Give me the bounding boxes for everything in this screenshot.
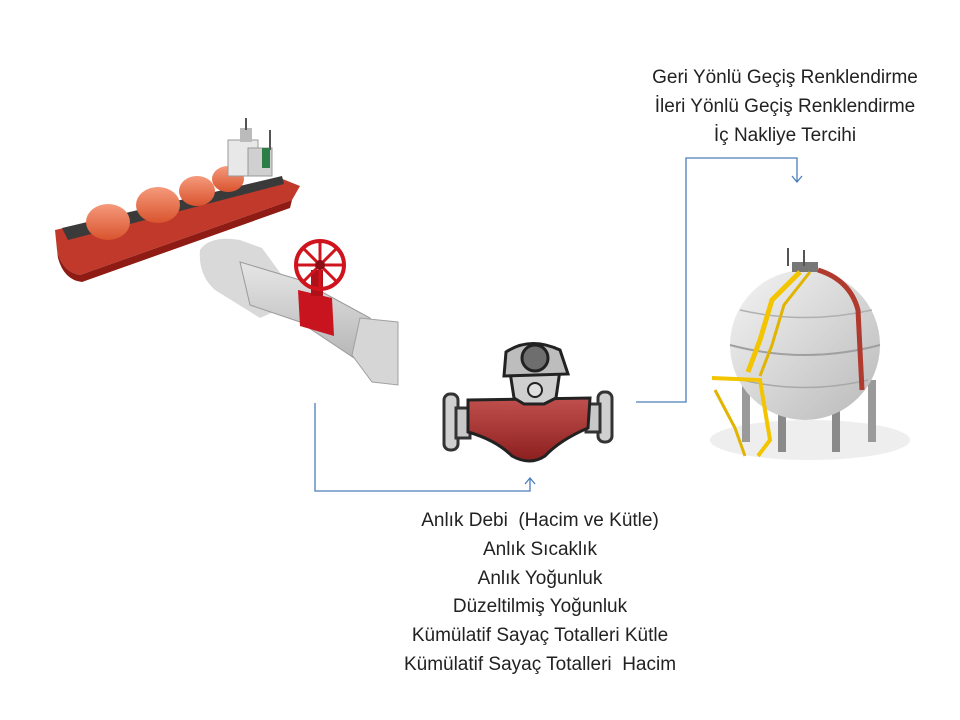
tank-info-labels: Geri Yönlü Geçiş Renklendirme İleri Yönl… [600, 64, 960, 150]
flow-meter-icon [442, 342, 614, 463]
meter-info-labels: Anlık Debi (Hacim ve Kütle) Anlık Sıcakl… [360, 507, 720, 680]
spherical-tank-icon [710, 248, 910, 460]
label-instant-temperature: Anlık Sıcaklık [482, 538, 598, 560]
label-cumulative-mass: Kümülatif Sayaç Totalleri Kütle [411, 625, 669, 647]
label-domestic-transport-preference: İç Nakliye Tercihi [713, 124, 857, 146]
connector-pipe-to-meter [314, 403, 536, 492]
connector-meter-to-tank [636, 157, 803, 403]
label-forward-pass-coloring: İleri Yönlü Geçiş Renklendirme [654, 95, 916, 117]
label-instant-flow: Anlık Debi (Hacim ve Kütle) [421, 510, 659, 531]
lng-ship-icon [55, 118, 300, 282]
label-cumulative-volume: Kümülatif Sayaç Totalleri Hacim [403, 653, 677, 675]
label-reverse-pass-coloring: Geri Yönlü Geçiş Renklendirme [652, 67, 918, 88]
label-corrected-density: Düzeltilmiş Yoğunluk [452, 596, 628, 618]
pipe-valve-icon [199, 238, 399, 386]
label-instant-density: Anlık Yoğunluk [477, 567, 603, 589]
